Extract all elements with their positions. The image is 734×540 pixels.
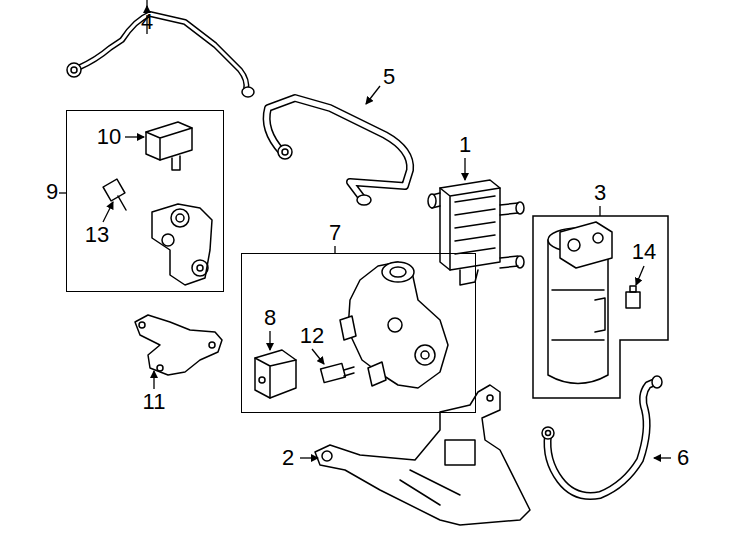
callout-number: 13 — [85, 224, 109, 246]
callout-number: 9 — [46, 181, 58, 203]
callout-number: 3 — [594, 182, 606, 204]
callout-number: 2 — [282, 447, 294, 469]
callout-number: 7 — [329, 222, 341, 244]
callout-number: 8 — [264, 307, 276, 329]
callout-number: 14 — [632, 241, 656, 263]
group-box: 7 — [241, 253, 476, 413]
callout-number: 11 — [143, 391, 166, 413]
callout-number: 12 — [300, 325, 324, 347]
callout-number: 5 — [383, 66, 395, 88]
callout-number: 6 — [677, 447, 689, 469]
group-outline — [242, 254, 477, 414]
group-outline — [67, 111, 225, 293]
callout-number: 10 — [97, 126, 121, 148]
callout-number: 4 — [141, 11, 153, 33]
callout-number: 1 — [459, 134, 471, 156]
group-box: 9 — [66, 110, 224, 292]
